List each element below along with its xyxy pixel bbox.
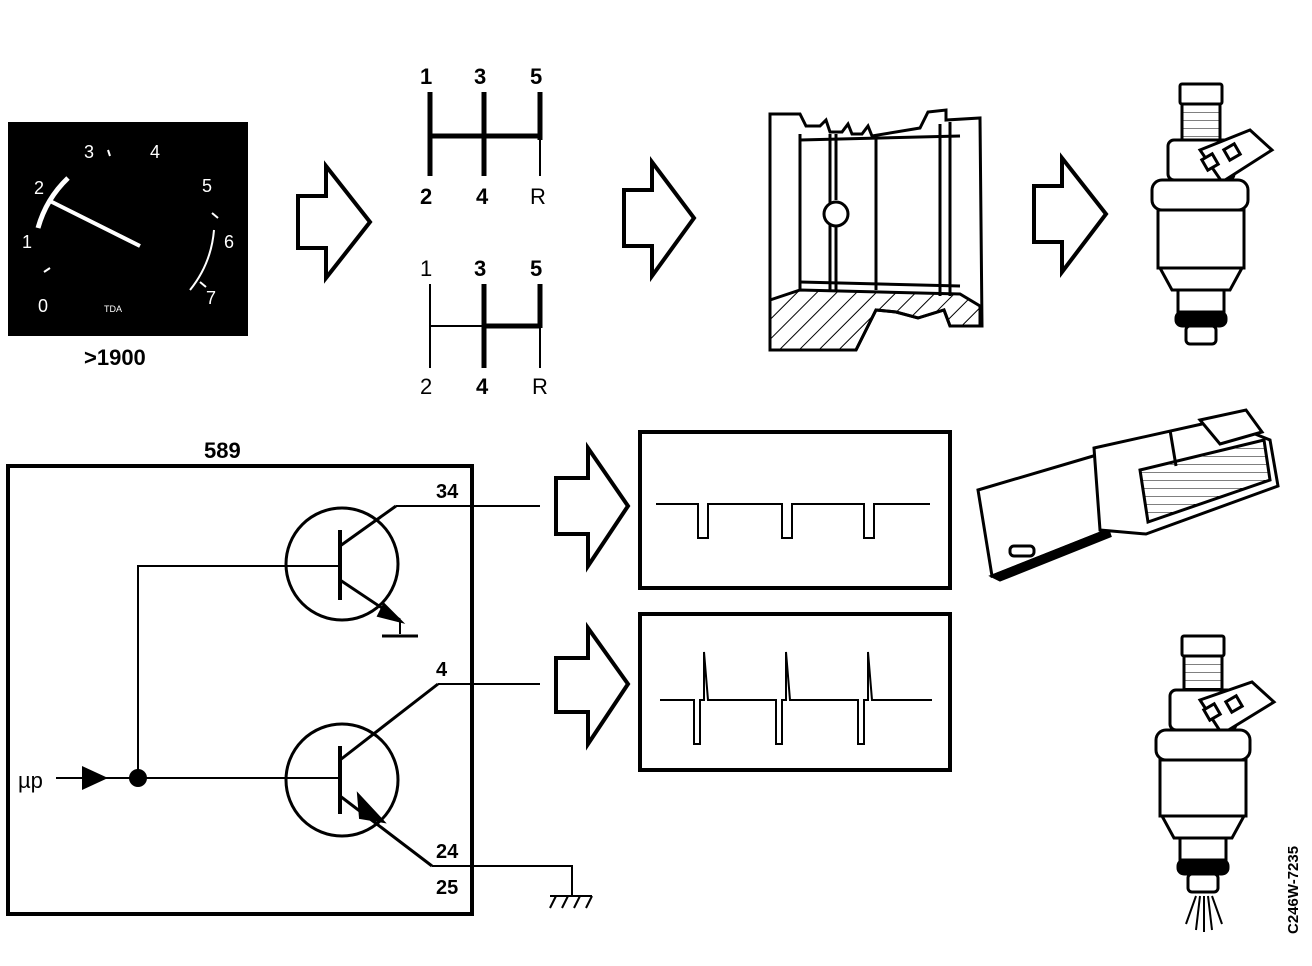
- chassis-ground-icon: [549, 895, 593, 909]
- dial-number-1: 1: [22, 232, 32, 252]
- tachometer-scale-arc: [189, 229, 215, 291]
- pin-24-label: 24: [436, 841, 459, 863]
- ecu-box: [6, 464, 474, 916]
- gear-5-label: 5: [530, 64, 542, 89]
- ecu-module-number: 589: [204, 438, 241, 463]
- figure-code: C246W-7235: [1285, 846, 1302, 934]
- waveform-upper-panel: [638, 430, 952, 590]
- dial-number-4: 4: [150, 142, 160, 162]
- shift-pattern-top: 1 3 5 2 4 R: [420, 64, 546, 209]
- dial-number-0: 0: [38, 296, 48, 316]
- throttle-body-section: [768, 108, 984, 352]
- tachometer-ticks: [43, 149, 219, 288]
- fuel-spray-icon: [1185, 895, 1223, 932]
- gear-1-label-b: 1: [420, 256, 432, 281]
- dial-number-5: 5: [202, 176, 212, 196]
- gear-2-label-b: 2: [420, 374, 432, 399]
- tachometer-needle: [47, 198, 141, 248]
- input-label: µp: [18, 768, 43, 793]
- rpm-threshold: >1900: [84, 345, 146, 370]
- dial-number-7: 7: [206, 288, 216, 308]
- dial-number-2: 2: [34, 178, 44, 198]
- gear-5-label-b: 5: [530, 256, 542, 281]
- waveform-upper: [656, 503, 930, 539]
- gear-4-label: 4: [476, 184, 489, 209]
- shift-pattern-bottom: 1 3 5 2 4 R: [420, 256, 548, 399]
- gear-r-label-b: R: [532, 374, 548, 399]
- pin-25-label: 25: [436, 877, 458, 899]
- waveform-panels: [638, 430, 952, 772]
- input-arrow-icon: [82, 766, 108, 790]
- gear-2-label: 2: [420, 184, 432, 209]
- waveform-lower: [660, 651, 932, 745]
- tachometer-panel: [8, 122, 248, 336]
- ecu-connector: [976, 408, 1280, 582]
- arrow-1-icon: [296, 160, 373, 284]
- lower-transistor: [284, 722, 400, 838]
- gear-3-label-b: 3: [474, 256, 486, 281]
- dial-number-6: 6: [224, 232, 234, 252]
- dial-number-3: 3: [84, 142, 94, 162]
- junction-dot: [129, 769, 147, 787]
- gear-r-label: R: [530, 184, 546, 209]
- injector-bottom: [1154, 634, 1277, 932]
- pin-4-label: 4: [436, 659, 448, 681]
- tachometer-unit: TDA: [104, 304, 122, 314]
- arrow-5-icon: [554, 621, 631, 751]
- arrow-4-icon: [554, 441, 631, 573]
- flow-arrows: [296, 152, 1109, 751]
- arrow-3-icon: [1032, 152, 1109, 278]
- ecu-schematic: 589 34 4 24 25 µp: [6, 438, 593, 916]
- gear-4-label-b: 4: [476, 374, 489, 399]
- upper-transistor: [284, 506, 400, 622]
- arrow-2-icon: [622, 156, 697, 283]
- waveform-lower-panel: [638, 612, 952, 772]
- gear-1-label: 1: [420, 64, 432, 89]
- gear-3-label: 3: [474, 64, 486, 89]
- pin-34-label: 34: [436, 481, 459, 503]
- tachometer: 0 1 2 3 4 5 6 7 TDA >1900: [8, 122, 248, 370]
- injector-top: [1150, 82, 1275, 346]
